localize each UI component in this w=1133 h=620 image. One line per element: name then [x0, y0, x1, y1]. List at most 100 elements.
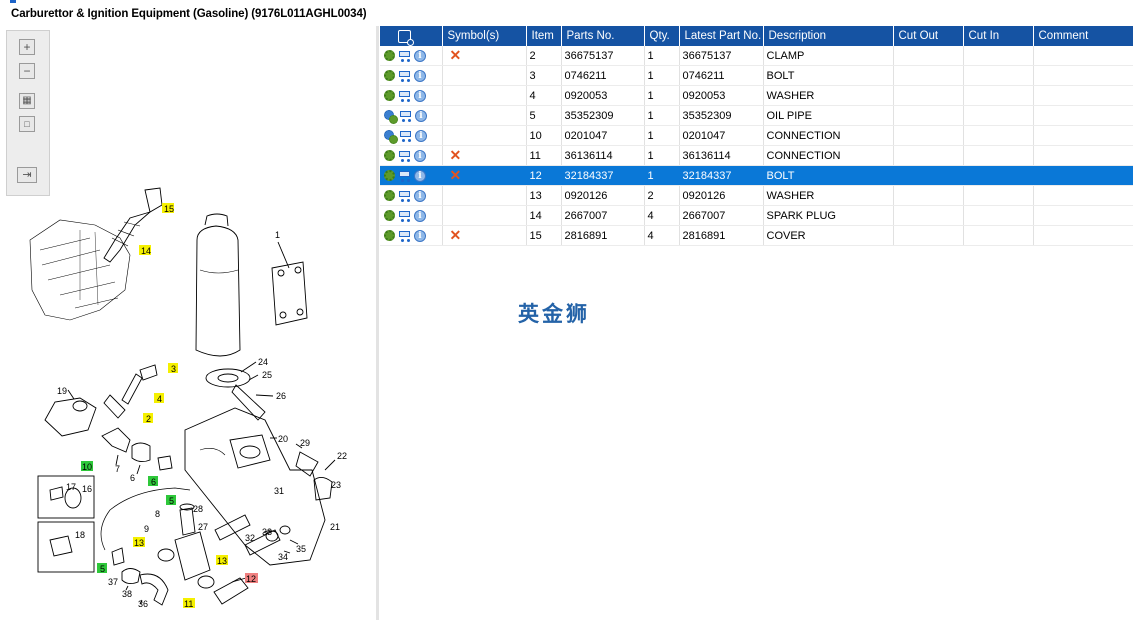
callout-28[interactable]: 28	[193, 504, 203, 514]
callout-36[interactable]: 36	[138, 599, 148, 609]
callout-9[interactable]: 9	[144, 524, 149, 534]
callout-5-upper[interactable]: 5	[166, 495, 176, 506]
callout-21[interactable]: 21	[330, 522, 340, 532]
callout-1[interactable]: 1	[275, 230, 280, 240]
column-header-comment[interactable]: Comment	[1033, 26, 1133, 46]
info-icon[interactable]: i	[414, 189, 426, 202]
info-icon[interactable]: i	[414, 169, 426, 182]
cart-icon[interactable]	[397, 50, 412, 62]
cart-icon[interactable]	[397, 90, 412, 102]
cart-icon[interactable]	[397, 70, 412, 82]
exploded-parts-diagram[interactable]: 15 14 3 4 2 10 6 5 13 13 5 12 11 1 24 25…	[0, 155, 376, 620]
callout-11[interactable]: 11	[183, 598, 195, 609]
callout-23[interactable]: 23	[331, 480, 341, 490]
callout-6[interactable]: 6	[148, 476, 158, 487]
info-icon[interactable]: i	[414, 89, 426, 102]
configuration-gears-icon[interactable]	[384, 109, 398, 124]
column-header-cut-out[interactable]: Cut Out	[893, 26, 964, 46]
callout-31[interactable]: 31	[274, 486, 284, 496]
fit-button[interactable]: ▦	[19, 93, 35, 109]
callout-18[interactable]: 18	[75, 530, 85, 540]
callout-22[interactable]: 22	[337, 451, 347, 461]
callout-35[interactable]: 35	[296, 544, 306, 554]
info-icon[interactable]: i	[414, 229, 426, 242]
gear-icon[interactable]	[384, 170, 395, 182]
reset-view-button[interactable]: □	[19, 116, 35, 132]
callout-5-lower[interactable]: 5	[97, 563, 107, 574]
callout-34[interactable]: 34	[278, 552, 288, 562]
cart-icon[interactable]	[397, 170, 412, 182]
gear-icon[interactable]	[384, 230, 395, 242]
gear-icon[interactable]	[384, 50, 395, 62]
gear-icon[interactable]	[384, 90, 395, 102]
callout-13-right[interactable]: 13	[216, 555, 228, 566]
callout-25[interactable]: 25	[262, 370, 272, 380]
zoom-out-button[interactable]: −	[19, 63, 35, 79]
cart-icon[interactable]	[398, 130, 413, 142]
callout-3[interactable]: 3	[168, 363, 178, 374]
callout-38[interactable]: 38	[122, 589, 132, 599]
column-header-item[interactable]: Item	[526, 26, 562, 46]
callout-20[interactable]: 20	[278, 434, 288, 444]
panel-splitter[interactable]	[376, 26, 379, 620]
callout-15[interactable]: 15	[162, 203, 174, 214]
column-header-parts-no[interactable]: Parts No.	[561, 26, 645, 46]
callout-17[interactable]: 17	[66, 482, 76, 492]
gear-icon[interactable]	[384, 70, 395, 82]
callout-24[interactable]: 24	[258, 357, 268, 367]
callout-37[interactable]: 37	[108, 577, 118, 587]
callout-10[interactable]: 10	[81, 461, 93, 472]
cart-icon[interactable]	[397, 190, 412, 202]
export-button[interactable]: ⇥	[17, 167, 37, 183]
callout-16[interactable]: 16	[82, 484, 92, 494]
callout-2[interactable]: 2	[143, 413, 153, 424]
callout-27[interactable]: 27	[198, 522, 208, 532]
callout-33[interactable]: 33	[262, 527, 272, 537]
callout-13-left[interactable]: 13	[133, 537, 145, 548]
gear-icon[interactable]	[384, 190, 395, 202]
callout-29[interactable]: 29	[300, 438, 310, 448]
callout-4[interactable]: 4	[154, 393, 164, 404]
info-icon[interactable]: i	[414, 69, 426, 82]
column-header-cut-in[interactable]: Cut In	[963, 26, 1034, 46]
symbol-cell: ✕	[442, 46, 527, 66]
svg-text:13: 13	[134, 538, 144, 548]
zoom-in-button[interactable]: +	[19, 39, 35, 55]
callout-8[interactable]: 8	[155, 509, 160, 519]
info-icon[interactable]: i	[414, 209, 426, 222]
callout-32[interactable]: 32	[245, 533, 255, 543]
configuration-gears-icon[interactable]	[384, 129, 398, 144]
callout-14[interactable]: 14	[139, 245, 151, 256]
column-header-symbols[interactable]: Symbol(s)	[442, 26, 527, 46]
info-icon[interactable]: i	[414, 49, 426, 62]
callout-19[interactable]: 19	[57, 386, 67, 396]
cart-icon[interactable]	[397, 150, 412, 162]
callout-12[interactable]: 12	[245, 573, 258, 584]
cart-icon[interactable]	[397, 210, 412, 222]
column-header-latest-part-no[interactable]: Latest Part No.	[679, 26, 764, 46]
cut-in-cell	[963, 85, 1034, 106]
column-header-qty[interactable]: Qty.	[644, 26, 680, 46]
gear-icon[interactable]	[384, 150, 395, 162]
column-header-actions[interactable]	[380, 26, 443, 46]
callout-7[interactable]: 7	[115, 464, 120, 474]
callout-6-plain[interactable]: 6	[130, 473, 135, 483]
column-header-description[interactable]: Description	[763, 26, 894, 46]
cart-icon[interactable]	[397, 230, 412, 242]
cart-icon[interactable]	[398, 110, 413, 122]
callout-26[interactable]: 26	[276, 391, 286, 401]
gear-icon[interactable]	[384, 210, 395, 222]
info-icon[interactable]: i	[414, 149, 426, 162]
info-icon[interactable]: i	[415, 129, 427, 142]
info-icon[interactable]: i	[415, 109, 427, 122]
